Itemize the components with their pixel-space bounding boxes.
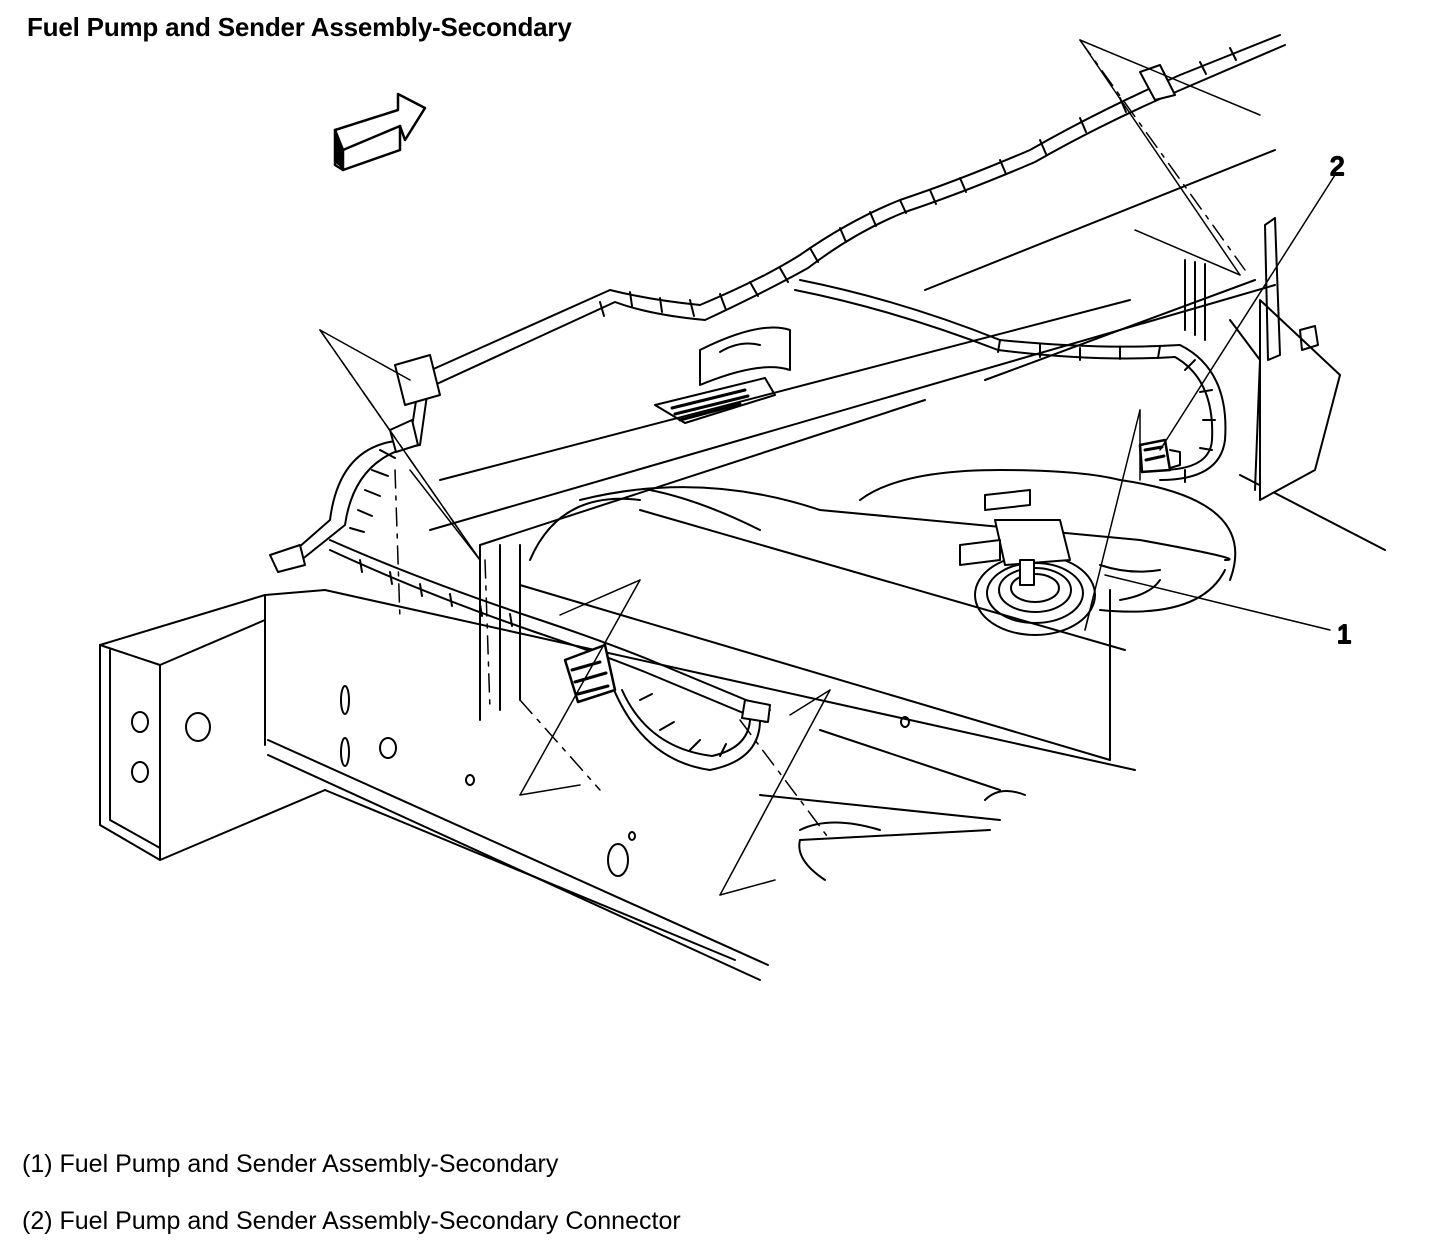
cross-member — [429, 149, 1386, 841]
callout-leaders — [1104, 174, 1336, 631]
label-plate — [654, 326, 791, 424]
fuel-pump-sender-assembly — [959, 489, 1161, 636]
wiring-harness — [269, 34, 1286, 771]
page-title: Fuel Pump and Sender Assembly-Secondary — [27, 12, 572, 42]
fuel-tank — [519, 469, 1237, 881]
connector-2 — [1138, 438, 1181, 474]
harness-connector — [563, 643, 617, 704]
exploded-view-lines — [319, 39, 1246, 841]
legend-item-2: (2) Fuel Pump and Sender Assembly-Second… — [22, 1207, 681, 1235]
exploded-view-arrows — [319, 39, 1261, 896]
legend-item-1: (1) Fuel Pump and Sender Assembly-Second… — [22, 1150, 559, 1178]
frame-rail — [99, 589, 1136, 981]
tank-bracket — [1184, 217, 1341, 501]
callout-2: 2 — [1330, 151, 1344, 181]
fuel-pump-diagram: 2 1 — [99, 34, 1386, 981]
callout-1: 1 — [1337, 619, 1351, 649]
direction-arrow-icon — [333, 92, 427, 172]
